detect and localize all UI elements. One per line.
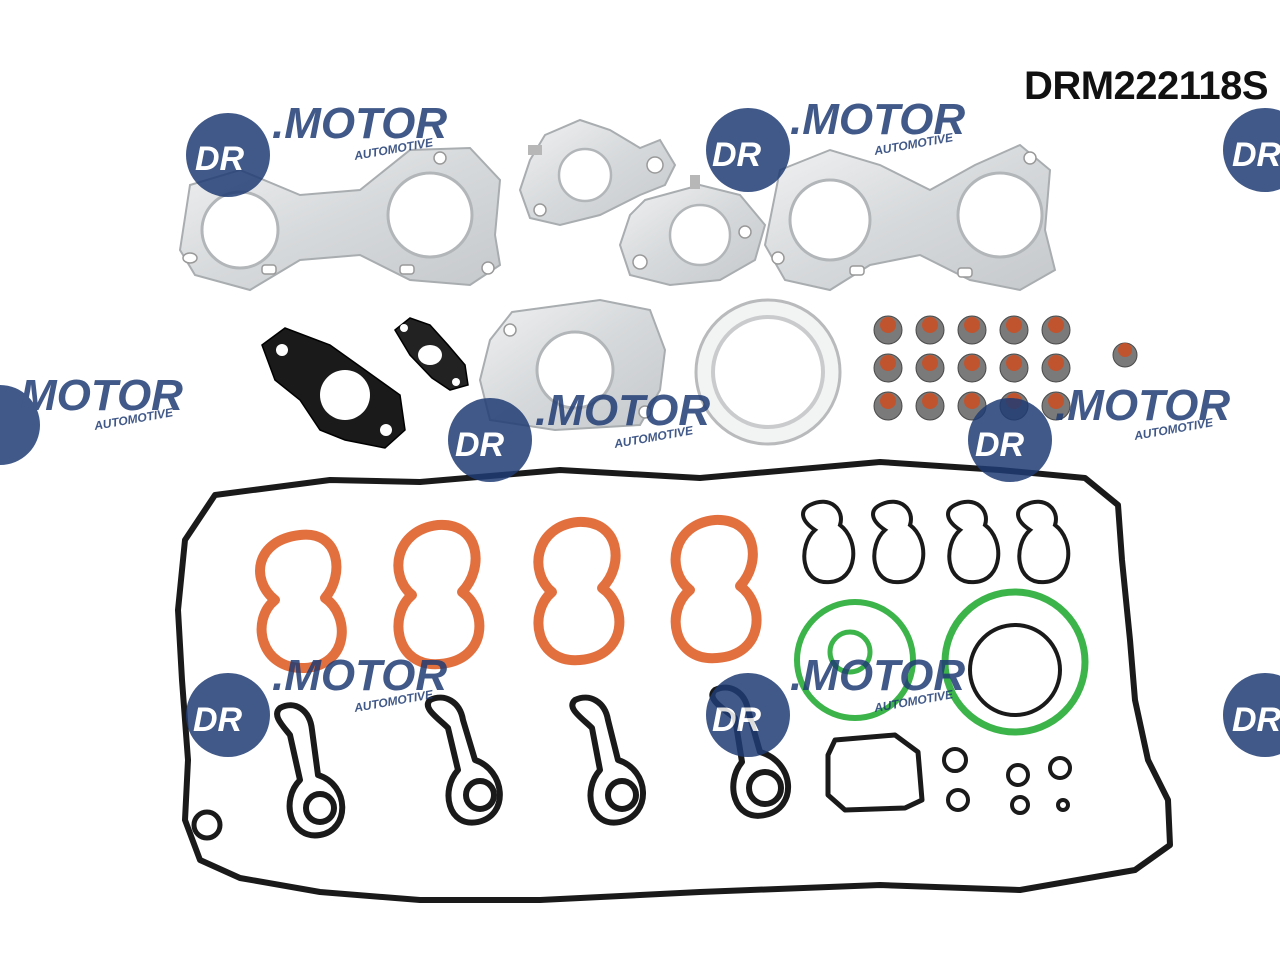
watermark-logo: DR bbox=[1223, 108, 1280, 192]
svg-text:.MOTOR: .MOTOR bbox=[272, 651, 447, 700]
svg-text:DR: DR bbox=[1232, 136, 1280, 174]
svg-text:DR: DR bbox=[455, 426, 505, 464]
small-black-gasket bbox=[394, 317, 469, 391]
svg-text:DR: DR bbox=[975, 426, 1025, 464]
watermark-logo: DR .MOTOR AUTOMOTIVE bbox=[706, 651, 965, 757]
small-o-rings bbox=[942, 747, 1072, 815]
svg-text:DR: DR bbox=[195, 140, 245, 178]
watermark-logo: DR bbox=[1223, 673, 1280, 757]
clear-ring-gasket bbox=[694, 298, 842, 446]
watermark-logo: DR .MOTOR AUTOMOTIVE bbox=[706, 95, 965, 192]
svg-text:.MOTOR: .MOTOR bbox=[272, 99, 447, 148]
svg-text:.MOTOR: .MOTOR bbox=[790, 95, 965, 144]
egr-gasket-middle bbox=[618, 175, 767, 287]
valve-cover-grommet bbox=[191, 809, 223, 841]
black-egr-gasket bbox=[261, 327, 406, 449]
valve-cover-gasket bbox=[175, 459, 1173, 903]
thermostat-gasket bbox=[825, 732, 925, 813]
svg-text:DR: DR bbox=[1232, 701, 1280, 739]
svg-text:.MOTOR: .MOTOR bbox=[535, 386, 710, 435]
exhaust-manifold-gasket-right bbox=[763, 143, 1057, 292]
svg-text:MOTOR: MOTOR bbox=[20, 371, 183, 420]
watermark-logo: MOTOR AUTOMOTIVE bbox=[0, 371, 183, 465]
part-number-label: DRM222118S bbox=[1023, 64, 1269, 108]
svg-text:DR: DR bbox=[712, 701, 762, 739]
black-figure8-seals bbox=[801, 499, 1071, 585]
orange-intake-gaskets bbox=[255, 514, 762, 674]
watermark-logos: DR .MOTOR AUTOMOTIVE DR .MOTOR AUTOMOTIV… bbox=[0, 95, 1280, 757]
watermark-logo: DR .MOTOR AUTOMOTIVE bbox=[186, 651, 447, 757]
turbo-gasket bbox=[478, 298, 667, 432]
black-o-ring-large bbox=[968, 623, 1062, 717]
green-o-rings bbox=[794, 588, 1089, 736]
valve-stem-seals bbox=[873, 315, 1138, 421]
watermark-logo: DR .MOTOR AUTOMOTIVE bbox=[448, 386, 710, 482]
svg-text:.MOTOR: .MOTOR bbox=[790, 651, 965, 700]
egr-gasket-top bbox=[518, 118, 677, 227]
svg-text:.MOTOR: .MOTOR bbox=[1055, 381, 1230, 430]
svg-text:DR: DR bbox=[193, 701, 243, 739]
svg-text:DR: DR bbox=[712, 136, 762, 174]
